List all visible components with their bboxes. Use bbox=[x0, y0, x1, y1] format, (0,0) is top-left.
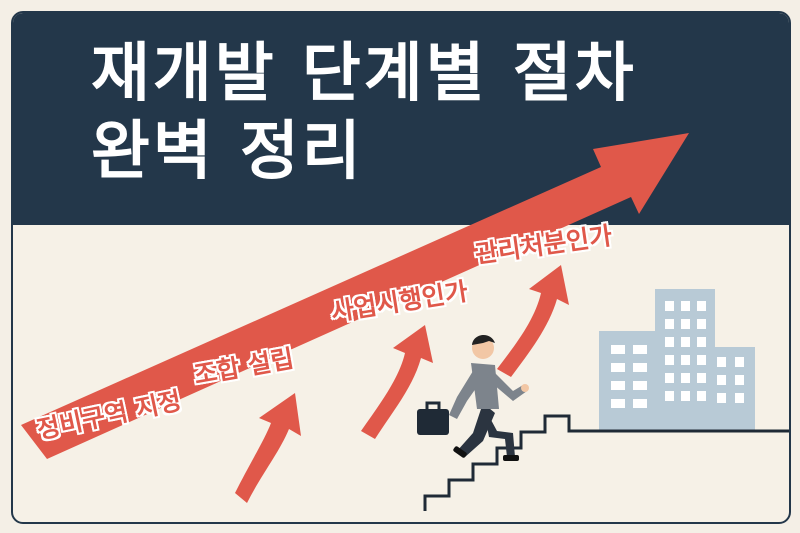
illustration bbox=[21, 133, 789, 511]
title-line-1: 재개발 단계별 절차 bbox=[91, 37, 637, 111]
building-icon bbox=[599, 289, 755, 431]
stairs-icon bbox=[423, 414, 789, 511]
small-arrow-icon bbox=[235, 265, 569, 503]
main-arrow-icon bbox=[21, 133, 689, 459]
title-line-2: 완벽 정리 bbox=[91, 115, 364, 189]
infographic-frame: 재개발 단계별 절차 완벽 정리 bbox=[11, 11, 791, 524]
page-title: 재개발 단계별 절차 완벽 정리 bbox=[91, 35, 637, 191]
briefcase-icon bbox=[417, 401, 449, 435]
person-climbing-icon bbox=[449, 334, 529, 461]
title-banner: 재개발 단계별 절차 완벽 정리 bbox=[13, 13, 789, 225]
